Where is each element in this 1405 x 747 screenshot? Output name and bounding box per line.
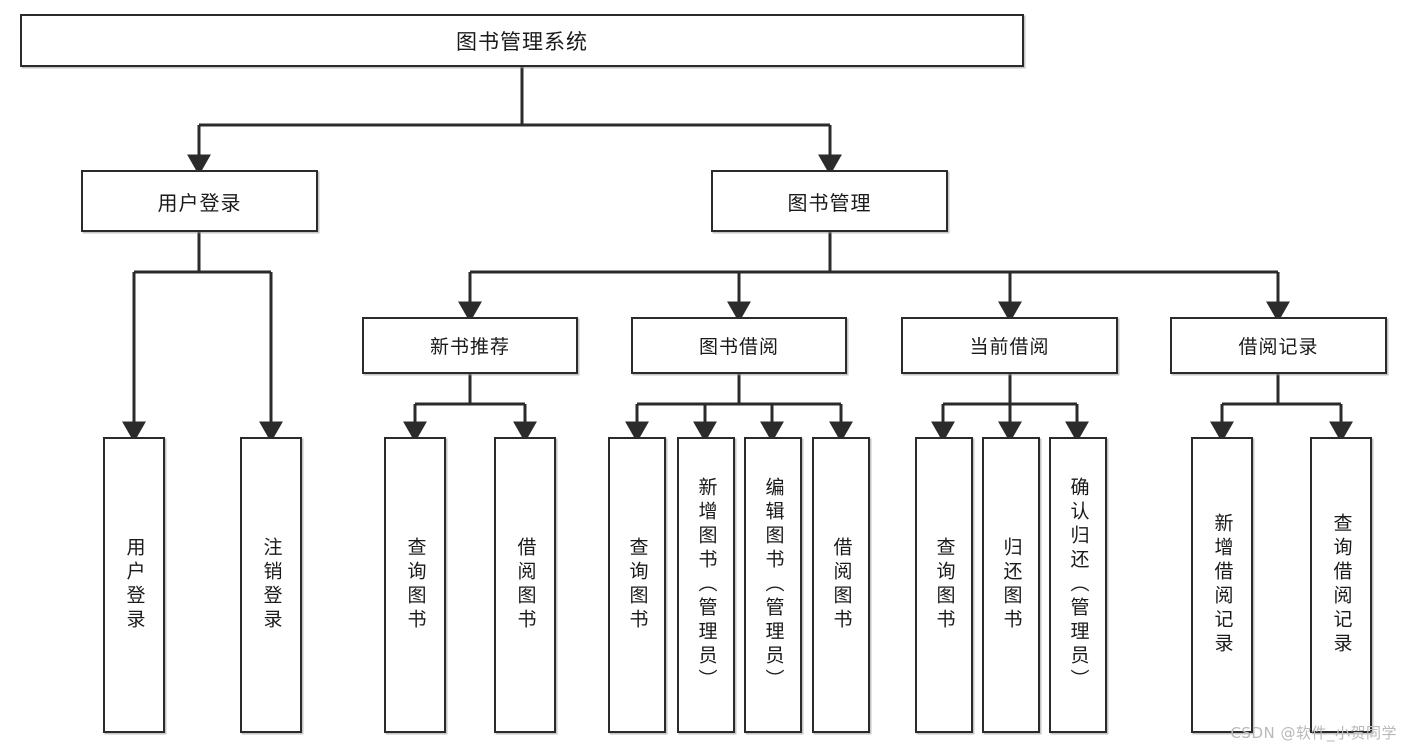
node-book-management[interactable]: 图书管理 xyxy=(711,170,948,232)
node-label: 借阅记录 xyxy=(1238,336,1319,358)
node-label: 图书管理 xyxy=(787,190,872,215)
leaf-query-books-recommend[interactable]: 查询图书 xyxy=(384,437,446,733)
node-label: 查询图书 xyxy=(404,537,427,633)
node-label: 注销登录 xyxy=(260,537,283,633)
leaf-user-login[interactable]: 用户登录 xyxy=(103,437,165,733)
node-label: 编辑图书（管理员） xyxy=(762,477,785,693)
leaf-return-books[interactable]: 归还图书 xyxy=(982,437,1040,733)
node-borrowing-records[interactable]: 借阅记录 xyxy=(1170,317,1387,374)
node-label: 借阅图书 xyxy=(514,537,537,633)
node-label: 查询借阅记录 xyxy=(1330,513,1353,657)
leaf-confirm-return-admin[interactable]: 确认归还（管理员） xyxy=(1049,437,1107,733)
node-label: 归还图书 xyxy=(1000,537,1023,633)
node-label: 新增图书（管理员） xyxy=(695,477,718,693)
node-label: 用户登录 xyxy=(123,537,146,633)
leaf-logout[interactable]: 注销登录 xyxy=(240,437,302,733)
node-book-borrowing[interactable]: 图书借阅 xyxy=(631,317,847,374)
node-label: 用户登录 xyxy=(157,190,242,215)
node-label: 新增借阅记录 xyxy=(1211,513,1234,657)
leaf-query-books-current[interactable]: 查询图书 xyxy=(915,437,973,733)
leaf-query-borrowing-record[interactable]: 查询借阅记录 xyxy=(1310,437,1372,733)
node-user-login[interactable]: 用户登录 xyxy=(81,170,318,232)
node-label: 新书推荐 xyxy=(429,336,510,358)
leaf-add-book-admin[interactable]: 新增图书（管理员） xyxy=(677,437,735,733)
node-label: 图书管理系统 xyxy=(456,29,588,54)
node-label: 当前借阅 xyxy=(969,336,1050,358)
leaf-borrow-books-recommend[interactable]: 借阅图书 xyxy=(494,437,556,733)
node-label: 查询图书 xyxy=(933,537,956,633)
leaf-borrow-books-borrowing[interactable]: 借阅图书 xyxy=(812,437,870,733)
node-label: 确认归还（管理员） xyxy=(1067,477,1090,693)
leaf-add-borrowing-record[interactable]: 新增借阅记录 xyxy=(1191,437,1253,733)
node-new-book-recommendation[interactable]: 新书推荐 xyxy=(362,317,578,374)
leaf-query-books-borrowing[interactable]: 查询图书 xyxy=(608,437,666,733)
node-current-borrowing[interactable]: 当前借阅 xyxy=(901,317,1118,374)
leaf-edit-book-admin[interactable]: 编辑图书（管理员） xyxy=(744,437,802,733)
node-root-book-management-system[interactable]: 图书管理系统 xyxy=(20,14,1024,67)
node-label: 查询图书 xyxy=(626,537,649,633)
node-label: 图书借阅 xyxy=(698,336,779,358)
node-label: 借阅图书 xyxy=(830,537,853,633)
